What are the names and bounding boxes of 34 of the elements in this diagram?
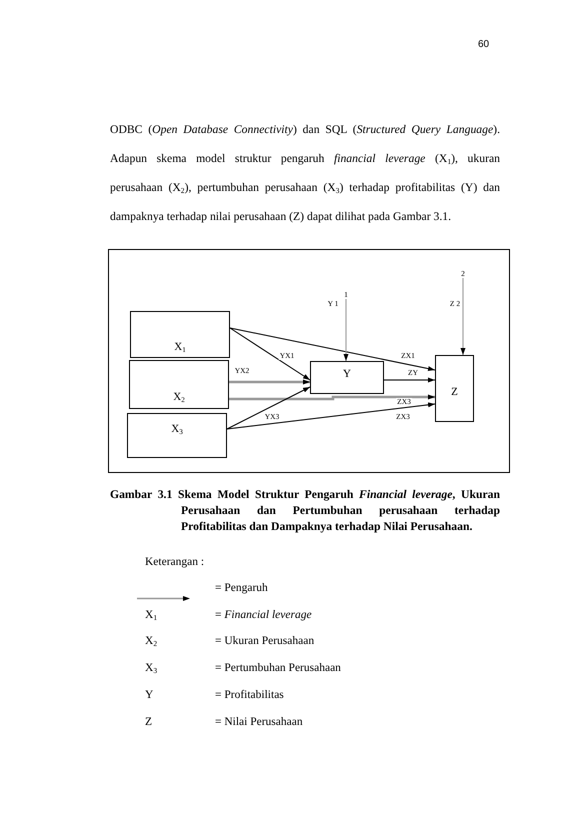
variable-label: X$_{2}$ xyxy=(173,391,185,403)
variable-box xyxy=(127,413,227,458)
legend-heading: Keterangan : xyxy=(145,555,204,569)
variable-box xyxy=(435,355,474,422)
body-paragraph: ODBC (Open Database Connectivity) dan SQL (Structured Query Language). Adapun skema model struktur pengaruh financial leverage (X$_{1}$), ukuran perusahaan (X$_{2}$), pertumbuhan perusahaan (X$_{3}$) terhadap profitabilitas (Y) dan dampaknya terhadap nilai perusahaan (Z) dapat dilihat pada Gambar 3.1. xyxy=(110,122,500,225)
arrow xyxy=(344,298,348,362)
page-number: 60 xyxy=(478,39,490,51)
variable-box xyxy=(129,360,229,409)
variable-symbol: X$_{2}$ xyxy=(145,634,158,648)
arrow xyxy=(384,378,436,382)
variable-symbol: X$_{1}$ xyxy=(145,608,158,622)
variable-definition: = Ukuran Perusahaan xyxy=(215,634,314,648)
arrow xyxy=(229,380,310,384)
variable-definition: = Financial leverage xyxy=(215,608,312,622)
variable-definition: = Nilai Perusahaan xyxy=(215,715,303,729)
variable-symbol: Y xyxy=(145,688,154,702)
arrow xyxy=(229,394,435,400)
variable-box xyxy=(130,311,230,358)
arrow xyxy=(226,402,436,430)
variable-symbol: X$_{3}$ xyxy=(145,661,158,675)
figure-caption: Gambar 3.1 Skema Model Struktur Pengaruh Financial leverage, Ukuran Perusahaan dan Pertumbuhan perusahaan terhadap Profitabilitas dan Dampaknya terhadap Nilai Perusahaan. xyxy=(110,487,500,535)
variable-box xyxy=(310,361,384,394)
variable-label: X$_{1}$ xyxy=(174,341,186,353)
variable-label: X$_{3}$ xyxy=(171,423,183,435)
arrow xyxy=(226,386,310,430)
variable-symbol: Z xyxy=(145,715,152,729)
variable-definition: = Profitabilitas xyxy=(215,688,284,702)
arrow xyxy=(230,328,310,380)
variable-definition: = Pertumbuhan Perusahaan xyxy=(215,661,341,675)
legend-text: = Pengaruh xyxy=(215,581,268,595)
variable-label: Z xyxy=(451,386,458,398)
arrow xyxy=(460,278,466,356)
arrow xyxy=(230,328,436,372)
variable-label: Y xyxy=(343,368,351,380)
